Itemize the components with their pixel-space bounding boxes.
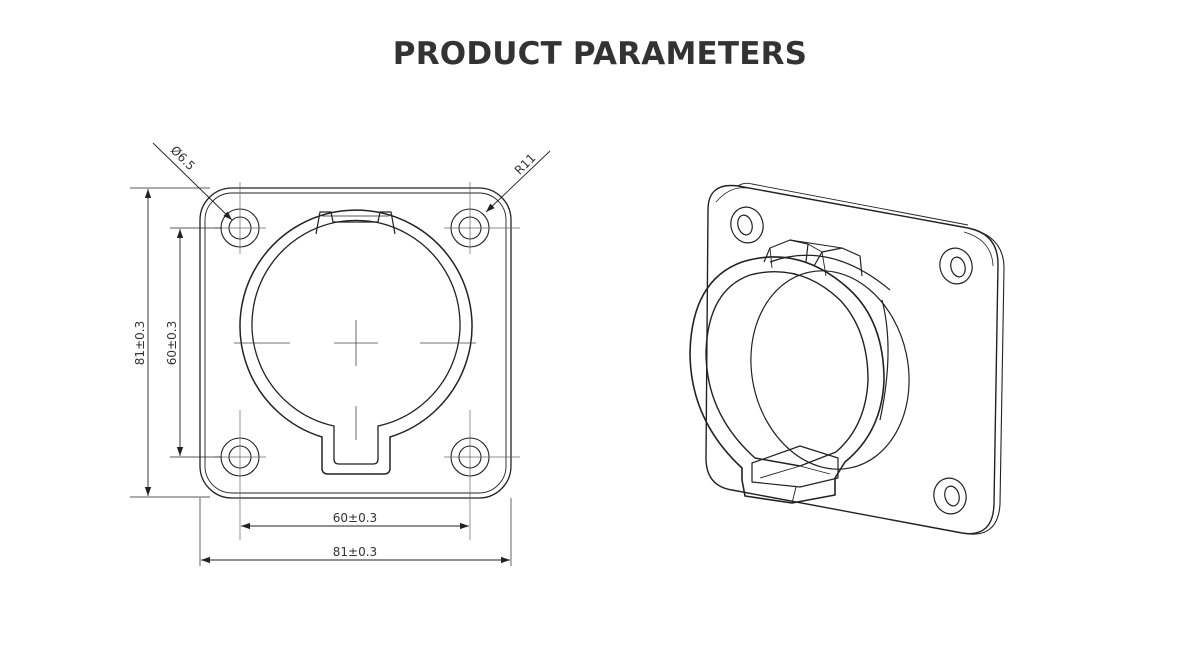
page-title: PRODUCT PARAMETERS	[392, 36, 808, 72]
iso-hole-top-right	[939, 247, 973, 285]
iso-hole-top-left	[730, 206, 764, 244]
iso-latch-right	[813, 247, 863, 277]
iso-socket-ring-outer	[689, 256, 885, 504]
hole-diameter-label: Ø6.5	[168, 143, 198, 173]
front-view	[199, 182, 520, 540]
dimension-lines	[130, 142, 551, 566]
outer-width-label: 81±0.3	[333, 545, 377, 559]
socket-ring-inner	[251, 219, 461, 465]
outer-height-label: 81±0.3	[133, 321, 147, 365]
corner-radius-label: R11	[512, 151, 539, 178]
isometric-view	[689, 182, 1005, 535]
iso-socket-notch	[751, 445, 839, 488]
socket-center-cross	[234, 320, 476, 440]
hole-spacing-vertical-label: 60±0.3	[165, 321, 179, 365]
socket-latch	[315, 211, 396, 235]
iso-hole-bottom-right	[933, 477, 967, 515]
hole-spacing-horizontal-label: 60±0.3	[333, 511, 377, 525]
iso-socket-inner-far	[750, 270, 910, 470]
flange-inner-outline	[204, 192, 507, 494]
hole-centerlines	[214, 182, 520, 540]
iso-flange-face	[705, 184, 999, 535]
iso-flange-edge	[961, 227, 1005, 535]
flange-outline	[199, 187, 512, 499]
iso-socket-ring-inner	[705, 271, 869, 467]
socket-ring-outer	[239, 209, 473, 475]
